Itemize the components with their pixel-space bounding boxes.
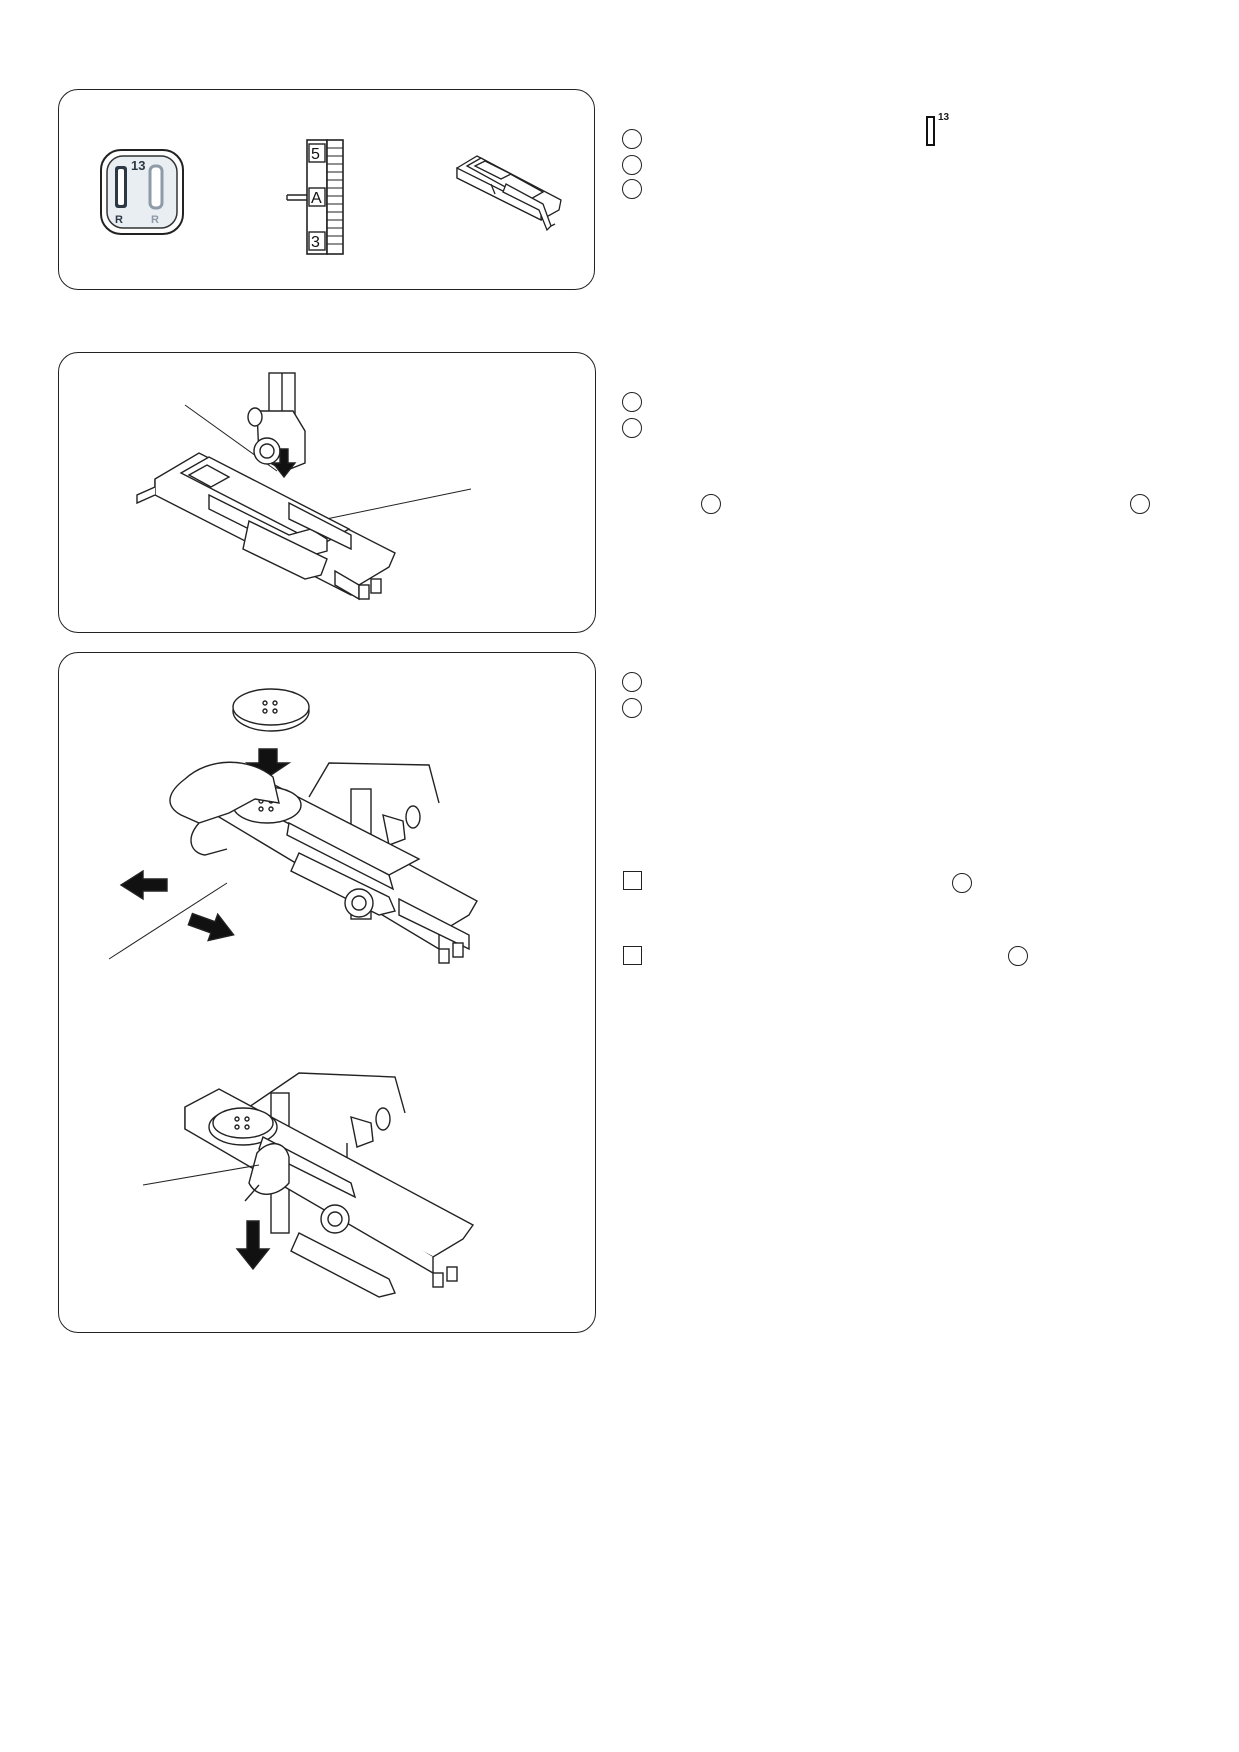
circle-marker-icon	[1008, 946, 1028, 966]
square-marker-icon	[623, 871, 642, 890]
circle-marker-icon	[622, 155, 642, 175]
pattern-bar-icon	[926, 116, 935, 146]
circle-marker-icon	[1130, 494, 1150, 514]
circle-marker-icon	[622, 129, 642, 149]
dial-bottom-number: 3	[311, 234, 320, 251]
settings-illustration: 13 R R 5 A	[100, 139, 562, 255]
buttonhole-foot-icon	[456, 155, 562, 232]
circle-marker-icon	[701, 494, 721, 514]
dial-mid-letter: A	[311, 190, 322, 207]
illustration-panel-insert-button	[58, 652, 596, 1333]
insert-button-illustration	[108, 688, 478, 1298]
attach-foot-illustration	[136, 372, 472, 601]
pattern-symbol-number: 13	[938, 112, 950, 123]
illustration-panel-attach-foot	[58, 352, 596, 633]
square-marker-icon	[623, 946, 642, 965]
circle-marker-icon	[622, 418, 642, 438]
circle-marker-icon	[952, 873, 972, 893]
pattern-selector-icon: 13 R R	[100, 149, 184, 235]
illustration-panel-settings: 13 R R 5 A	[58, 89, 595, 290]
selector-right-letter: R	[151, 214, 159, 226]
selector-left-letter: R	[115, 214, 123, 226]
circle-marker-icon	[622, 179, 642, 199]
buttonhole-pattern-symbol: 13	[926, 112, 954, 150]
selector-number: 13	[131, 158, 145, 173]
circle-marker-icon	[622, 392, 642, 412]
dial-top-number: 5	[311, 146, 320, 163]
circle-marker-icon	[622, 672, 642, 692]
tension-dial-icon: 5 A 3	[286, 139, 344, 255]
circle-marker-icon	[622, 698, 642, 718]
